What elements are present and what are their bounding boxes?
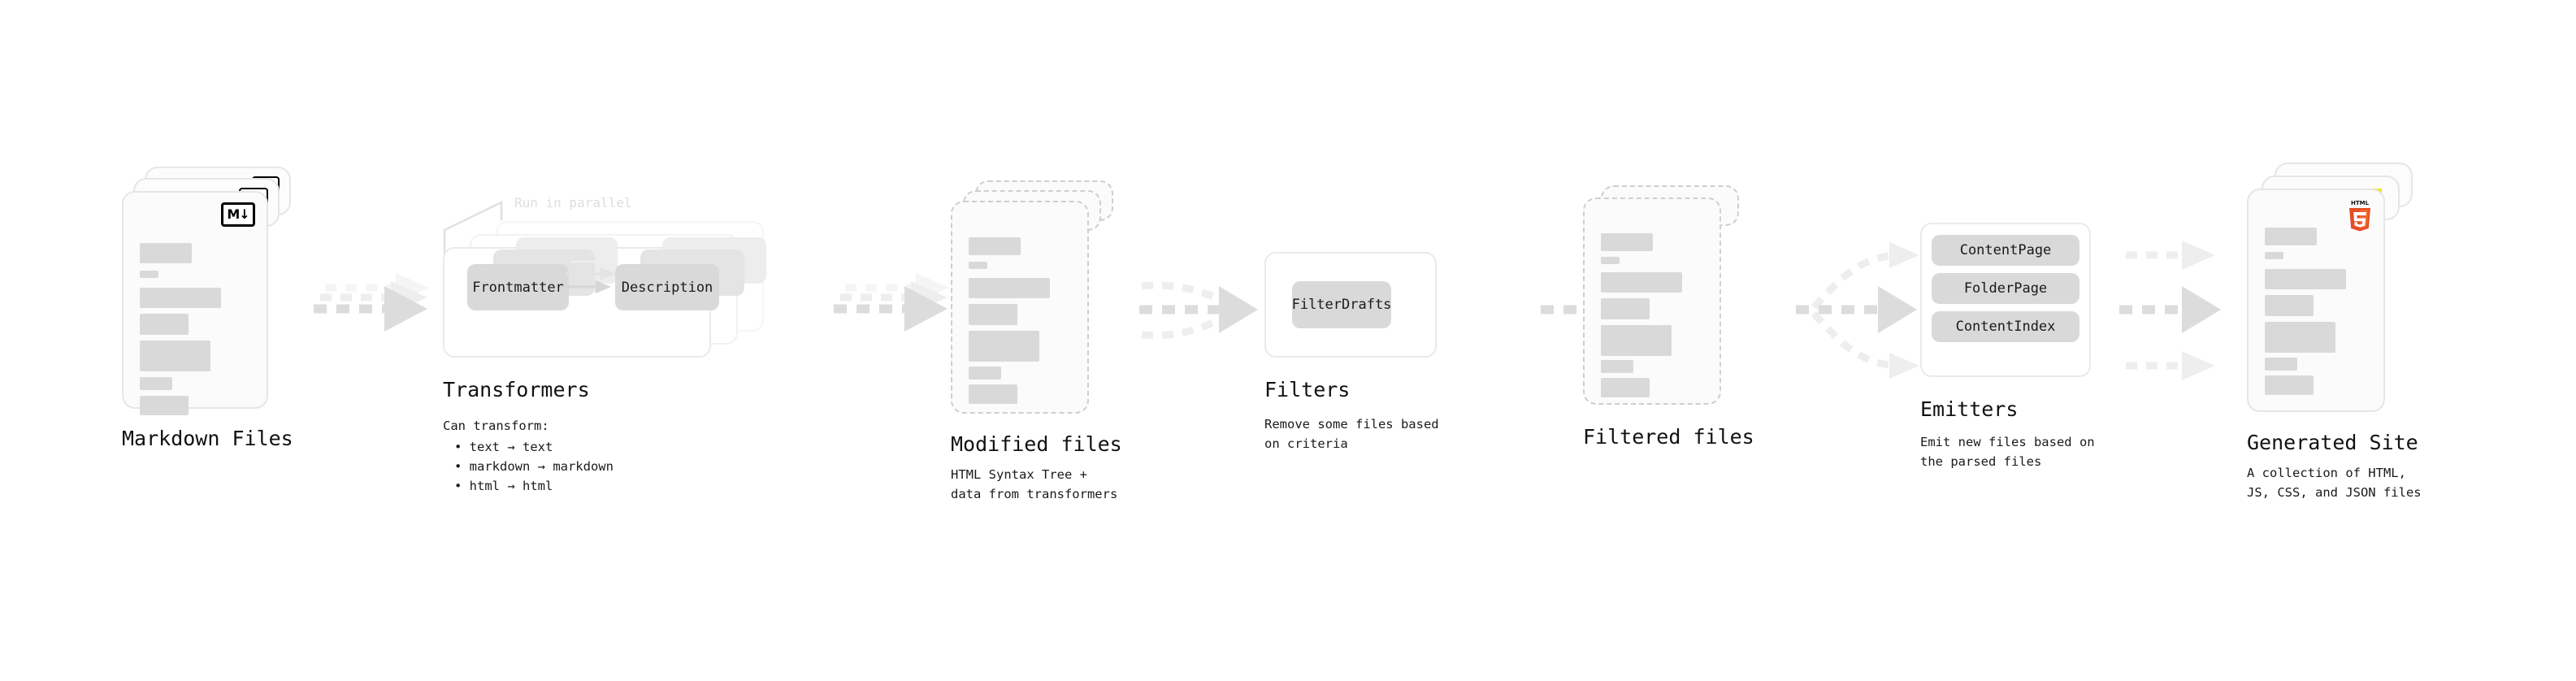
stage-filtered-files: Filtered files [1583, 185, 1758, 449]
stage-modified-files: Modified files HTML Syntax Tree + data f… [951, 180, 1125, 501]
arrow-filtered-to-emitters [1796, 242, 1919, 379]
stage-title: Modified files [951, 432, 1122, 456]
generated-file-stack[interactable]: CSS HTML [2247, 163, 2434, 412]
stage-generated-site: CSS HTML Generated Site [2247, 163, 2434, 500]
stage-title: Filters [1264, 378, 1351, 401]
content-bar [2265, 269, 2346, 289]
modified-doc-front[interactable] [951, 201, 1089, 414]
stage-caption: HTML Syntax Tree + data from transformer… [951, 467, 1118, 502]
chip-filterdrafts[interactable]: FilterDrafts [1292, 281, 1391, 328]
content-bar [140, 340, 210, 371]
filtered-file-stack[interactable] [1583, 185, 1758, 429]
content-bar [1601, 378, 1650, 397]
stage-caption: Remove some files based on criteria [1264, 417, 1439, 452]
content-bar [969, 384, 1017, 404]
transform-bullet-0: • text → text [454, 440, 553, 454]
filtered-doc-front[interactable] [1583, 197, 1721, 405]
transform-bullet-1: • markdown → markdown [454, 459, 614, 474]
chip-contentindex[interactable]: ContentIndex [1932, 311, 2079, 342]
content-bar [1601, 233, 1653, 251]
arrow-transformers-to-modified [834, 273, 949, 332]
content-bar [2265, 252, 2283, 259]
run-in-parallel-bracket [443, 201, 503, 258]
stage-caption: Emit new files based on the parsed files [1920, 435, 2095, 470]
content-bar [140, 271, 158, 278]
stage-title: Emitters [1920, 397, 2019, 421]
content-bar [1601, 272, 1682, 293]
markdown-doc-front[interactable]: M↓ [122, 191, 268, 415]
content-bar [969, 367, 1001, 380]
arrow-modified-to-filters [1139, 281, 1258, 340]
content-bar [2265, 358, 2297, 371]
arrow-emitters-to-site [2119, 241, 2221, 380]
stage-title: Filtered files [1583, 425, 1754, 449]
transformer-inner-arrows [562, 254, 620, 294]
stage-markdown-files: M↓ M↓ M↓ Markdown Files [122, 167, 297, 450]
arrow-markdown-to-transformers [314, 273, 429, 332]
stage-caption: Can transform: [443, 419, 549, 433]
content-bar [969, 237, 1021, 255]
content-bar [2265, 295, 2314, 316]
content-bar [969, 304, 1017, 325]
content-bar [140, 243, 192, 263]
generated-doc-front[interactable]: HTML [2247, 189, 2385, 412]
content-bar [2265, 322, 2335, 353]
stage-title: Transformers [443, 378, 590, 401]
content-bar [1601, 298, 1650, 319]
content-bar [140, 314, 189, 335]
content-bar [1601, 257, 1620, 264]
run-in-parallel-note: Run in parallel [514, 195, 632, 210]
chip-frontmatter[interactable]: Frontmatter [467, 264, 569, 310]
chip-contentpage[interactable]: ContentPage [1932, 235, 2079, 266]
content-bar [140, 396, 189, 415]
stage-title: Markdown Files [122, 427, 293, 450]
content-bar [969, 278, 1050, 298]
svg-text:HTML: HTML [2351, 200, 2370, 206]
transform-bullet-2: • html → html [454, 479, 553, 493]
content-bar [2265, 375, 2314, 395]
content-bar [1601, 325, 1672, 356]
modified-file-stack[interactable] [951, 180, 1125, 424]
html5-badge: HTML [2349, 200, 2370, 232]
markdown-badge: M↓ [221, 202, 255, 227]
markdown-file-stack[interactable]: M↓ M↓ M↓ [122, 167, 297, 415]
content-bar [969, 262, 987, 269]
stage-caption: A collection of HTML, JS, CSS, and JSON … [2247, 466, 2422, 501]
content-bar [140, 288, 221, 308]
content-bar [1601, 360, 1633, 373]
content-bar [140, 377, 172, 390]
stage-title: Generated Site [2247, 431, 2418, 454]
content-bar [2265, 228, 2317, 245]
content-bar [969, 331, 1039, 362]
chip-description[interactable]: Description [615, 264, 719, 310]
chip-folderpage[interactable]: FolderPage [1932, 273, 2079, 304]
